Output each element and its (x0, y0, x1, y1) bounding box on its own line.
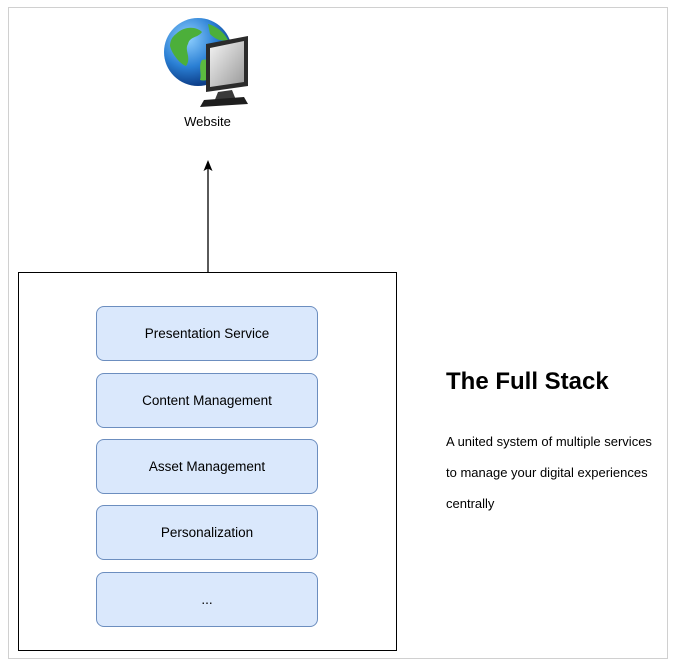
arrow-up-icon (203, 160, 213, 273)
diagram-frame (8, 7, 668, 659)
service-personalization: Personalization (96, 505, 318, 560)
stack-title: The Full Stack (446, 368, 609, 395)
service-more: ... (96, 572, 318, 627)
globe-monitor-icon (164, 18, 248, 107)
stack-description: A united system of multiple services to … (446, 426, 666, 519)
website-label: Website (184, 114, 231, 129)
description-line: to manage your digital experiences (446, 465, 648, 480)
full-stack-container: Presentation Service Content Management … (18, 272, 397, 651)
description-line: centrally (446, 496, 495, 511)
service-asset-management: Asset Management (96, 439, 318, 494)
description-line: A united system of multiple services (446, 434, 652, 449)
service-content-management: Content Management (96, 373, 318, 428)
website-node: Website (150, 14, 265, 134)
service-presentation: Presentation Service (96, 306, 318, 361)
